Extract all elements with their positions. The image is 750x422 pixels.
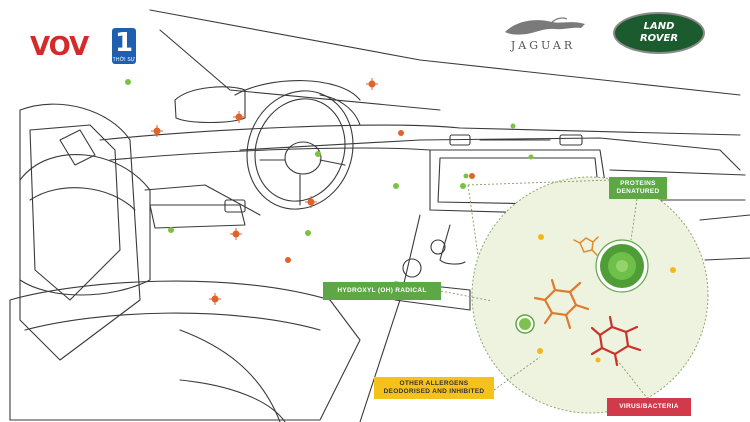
jaguar-wordmark: JAGUAR — [510, 39, 576, 52]
vov-wordmark: VOV — [30, 32, 89, 62]
land-rover-wordmark-line2: ROVER — [639, 33, 679, 44]
vov-channel-badge: 1 — [112, 28, 136, 64]
vov-channel-number: 1 — [114, 28, 134, 58]
jaguar-logo: JAGUAR — [495, 14, 595, 54]
jaguar-leaper-icon — [505, 17, 585, 35]
land-rover-logo: LAND ROVER — [613, 12, 705, 54]
hydroxyl-radical-label: HYDROXYL (OH) RADICAL — [323, 282, 441, 300]
proteins-label-line1: PROTEINS — [620, 180, 656, 187]
land-rover-wordmark-line1: LAND — [643, 21, 675, 32]
vov-channel-subtitle: THỜI SỰ — [112, 57, 136, 63]
proteins-denatured-label: PROTEINS DENATURED — [609, 177, 667, 199]
proteins-label-line2: DENATURED — [616, 188, 660, 195]
other-allergens-label: OTHER ALLERGENS DEODORISED AND INHIBITED — [374, 377, 494, 399]
virus-bacteria-label: VIRUS/BACTERIA — [607, 398, 691, 416]
vov-logo: VOV 1 THỜI SỰ — [30, 28, 138, 68]
allergens-label-line2: DEODORISED AND INHIBITED — [383, 388, 485, 395]
allergens-label-line1: OTHER ALLERGENS — [399, 380, 469, 387]
